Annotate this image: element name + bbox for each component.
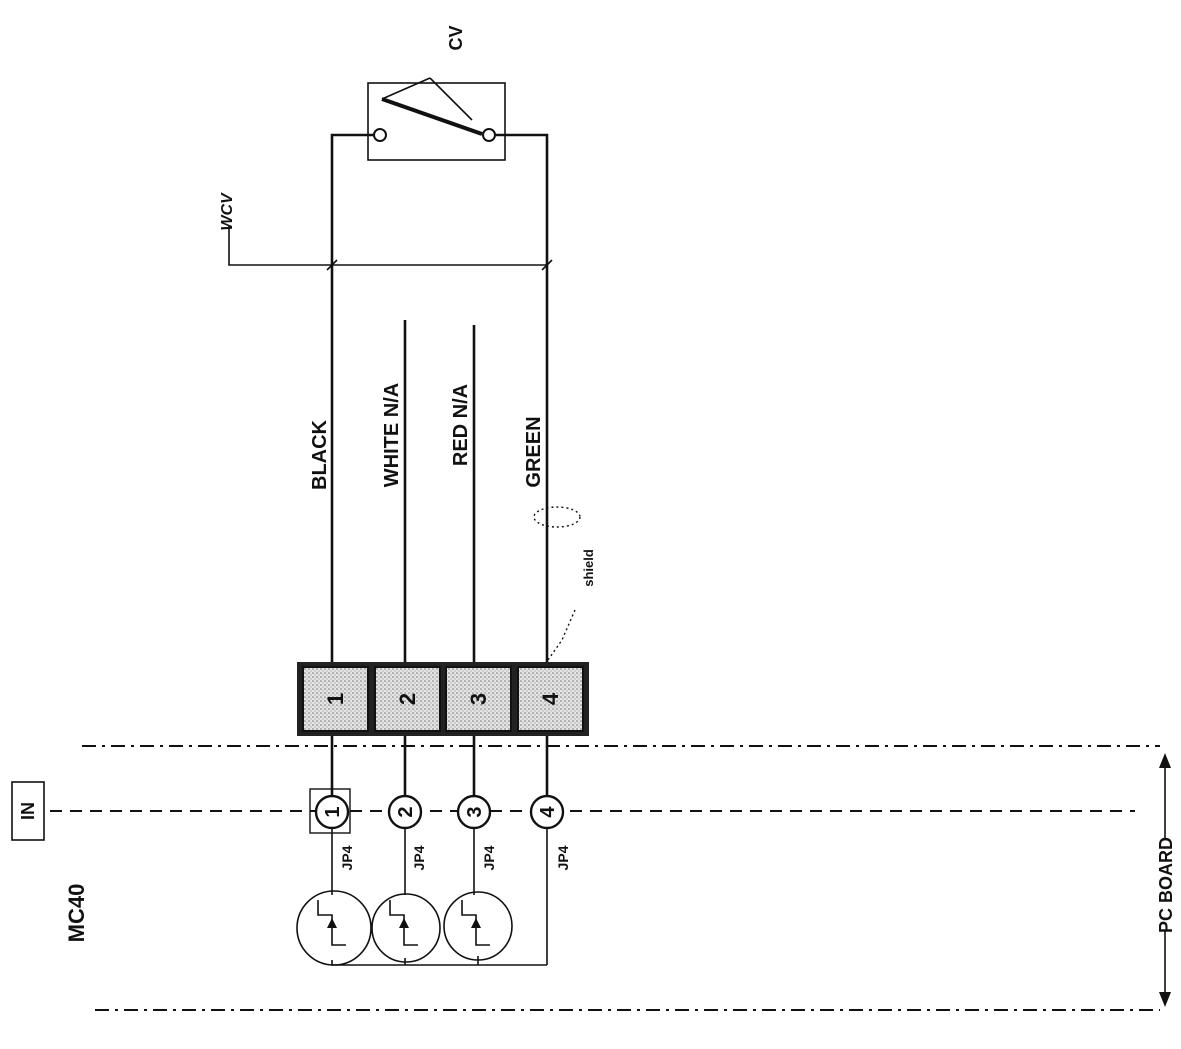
pc-board-label: PC BOARD <box>1156 837 1176 933</box>
terminal-block <box>297 662 589 736</box>
jp-pin-4: 4 <box>537 806 559 818</box>
jp-pin-2: 2 <box>395 806 417 817</box>
wire-label-black: BLACK <box>309 419 331 490</box>
jp4-label-2: JP4 <box>411 845 427 870</box>
wcv-cable-marker <box>228 225 553 271</box>
terminal-3-label: 3 <box>466 693 491 705</box>
wire-label-green: GREEN <box>523 416 545 487</box>
wire-label-white: WHITE N/A <box>381 383 403 487</box>
terminal-2-label: 2 <box>395 693 420 705</box>
mc40-label: MC40 <box>64 884 89 943</box>
jp4-label-1: JP4 <box>339 845 355 870</box>
shield-marker <box>533 506 581 661</box>
jp4-connector <box>309 788 565 834</box>
in-label: IN <box>18 802 38 820</box>
shield-label: shield <box>581 549 596 587</box>
transistor-symbols <box>296 828 548 966</box>
jp-pin-1: 1 <box>322 806 344 817</box>
cv-label: CV <box>446 25 466 50</box>
terminal-4-label: 4 <box>538 692 563 705</box>
jp4-label-4: JP4 <box>555 845 571 870</box>
wcv-label: WCV <box>219 192 236 231</box>
jp4-label-3: JP4 <box>481 845 497 870</box>
in-box <box>11 781 45 841</box>
cv-switch <box>367 77 506 161</box>
terminal-1-label: 1 <box>323 693 348 705</box>
jp-pin-3: 3 <box>464 806 486 817</box>
pc-board-arrow <box>1159 753 1171 1007</box>
wire-label-red: RED N/A <box>450 384 472 466</box>
